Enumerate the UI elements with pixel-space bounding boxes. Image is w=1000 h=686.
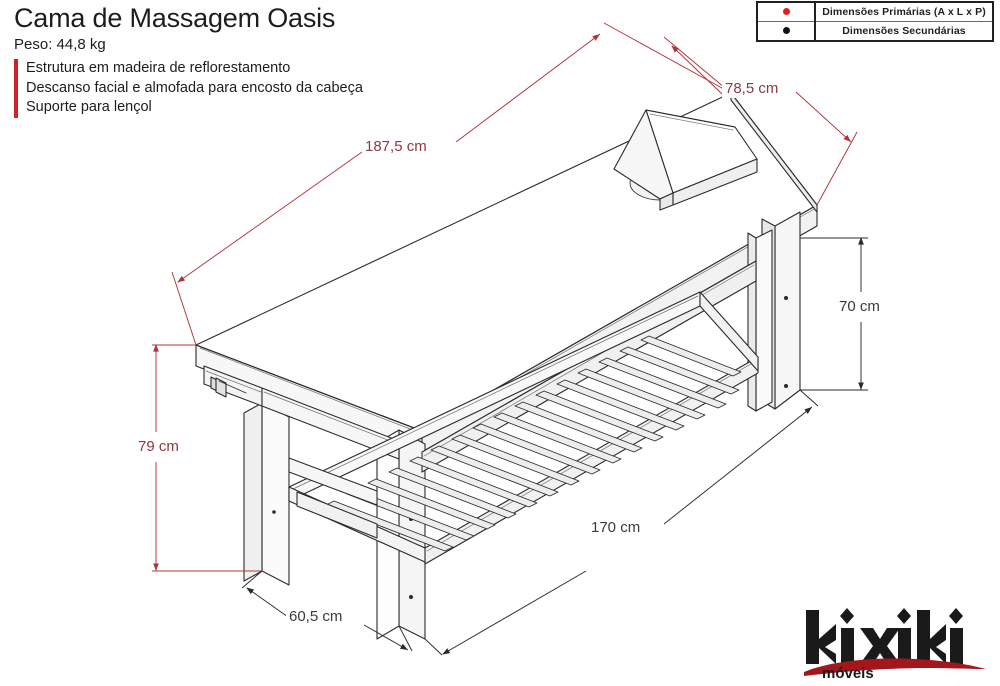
ext-line-605-a: [241, 570, 263, 589]
table-row: Dimensões Primárias (A x L x P): [756, 1, 994, 22]
dimension-label-length-bottom: 170 cm: [588, 519, 644, 537]
list-item: Descanso facial e almofada para encosto …: [26, 79, 363, 96]
page-title: Cama de Massagem Oasis: [14, 3, 336, 33]
dimension-label-length-top: 187,5 cm: [362, 138, 430, 156]
legend-swatch-secondary: [756, 21, 816, 42]
dim-line-1875-left: [177, 151, 363, 283]
features-accent-bar: [14, 59, 18, 118]
dim-line-785-left: [671, 45, 723, 95]
dim-line-605-right: [363, 624, 409, 651]
shelf-slats: [325, 335, 742, 552]
ext-line-170-b: [799, 389, 819, 407]
ext-line-785-a: [663, 36, 732, 94]
features-list: Estrutura em madeira de reflorestamento …: [26, 59, 363, 118]
massage-bed-illustration: [195, 92, 818, 640]
bed-leg-right-front: [747, 229, 773, 412]
brand-logo: móveis: [800, 606, 990, 680]
logo-wordmark: [806, 610, 963, 664]
bed-leg-left-rear: [243, 402, 290, 586]
primary-dimension-lines: [152, 22, 858, 572]
shelf-frame-right-rail: [699, 291, 759, 372]
list-item: Suporte para lençol: [26, 99, 152, 115]
dim-line-170-right: [663, 406, 813, 525]
product-weight: Peso: 44,8 kg: [14, 36, 106, 53]
headrest-pillow: [613, 109, 758, 211]
features-block: Estrutura em madeira de reflorestamento …: [14, 59, 484, 118]
list-item: Estrutura em madeira de reflorestamento: [26, 60, 291, 76]
dimension-label-depth-bottom: 60,5 cm: [286, 608, 346, 626]
dim-line-170-left: [442, 570, 587, 655]
secondary-dimension-lines: [241, 237, 868, 656]
ext-line-1875-b: [603, 22, 732, 94]
dim-line-605-left: [246, 587, 289, 618]
table-row: Dimensões Secundárias: [756, 21, 994, 42]
dowel-dot: [272, 510, 276, 514]
sheet-support-bar: [215, 377, 247, 398]
left-lower-brace: [288, 457, 378, 539]
logo-red-swoosh: [804, 658, 986, 676]
red-dot-icon: [782, 8, 790, 16]
product-header: Cama de Massagem Oasis Peso: 44,8 kg Est…: [14, 2, 484, 118]
dimension-legend-table: Dimensões Primárias (A x L x P) Dimensõe…: [756, 1, 994, 42]
ext-line-785-b: [816, 131, 858, 206]
dim-line-1875-right: [455, 33, 601, 143]
ext-line-605-b: [398, 625, 413, 652]
legend-label-primary: Dimensões Primárias (A x L x P): [814, 1, 994, 22]
dimension-label-width-top: 78,5 cm: [722, 80, 782, 98]
logo-diamond-dots: [840, 608, 963, 624]
dim-line-785-right: [795, 91, 852, 143]
logo-tagline: móveis: [822, 665, 874, 680]
bed-apron-back: [261, 387, 400, 460]
dimension-label-total-height: 79 cm: [135, 438, 182, 456]
legend-label-secondary: Dimensões Secundárias: [814, 21, 994, 42]
ext-line-170-a: [424, 638, 443, 656]
black-dot-icon: [782, 27, 790, 35]
ext-line-1875-a: [171, 271, 197, 346]
dimension-label-leg-height: 70 cm: [836, 298, 883, 316]
kixiki-logo-mark: móveis: [804, 608, 986, 680]
